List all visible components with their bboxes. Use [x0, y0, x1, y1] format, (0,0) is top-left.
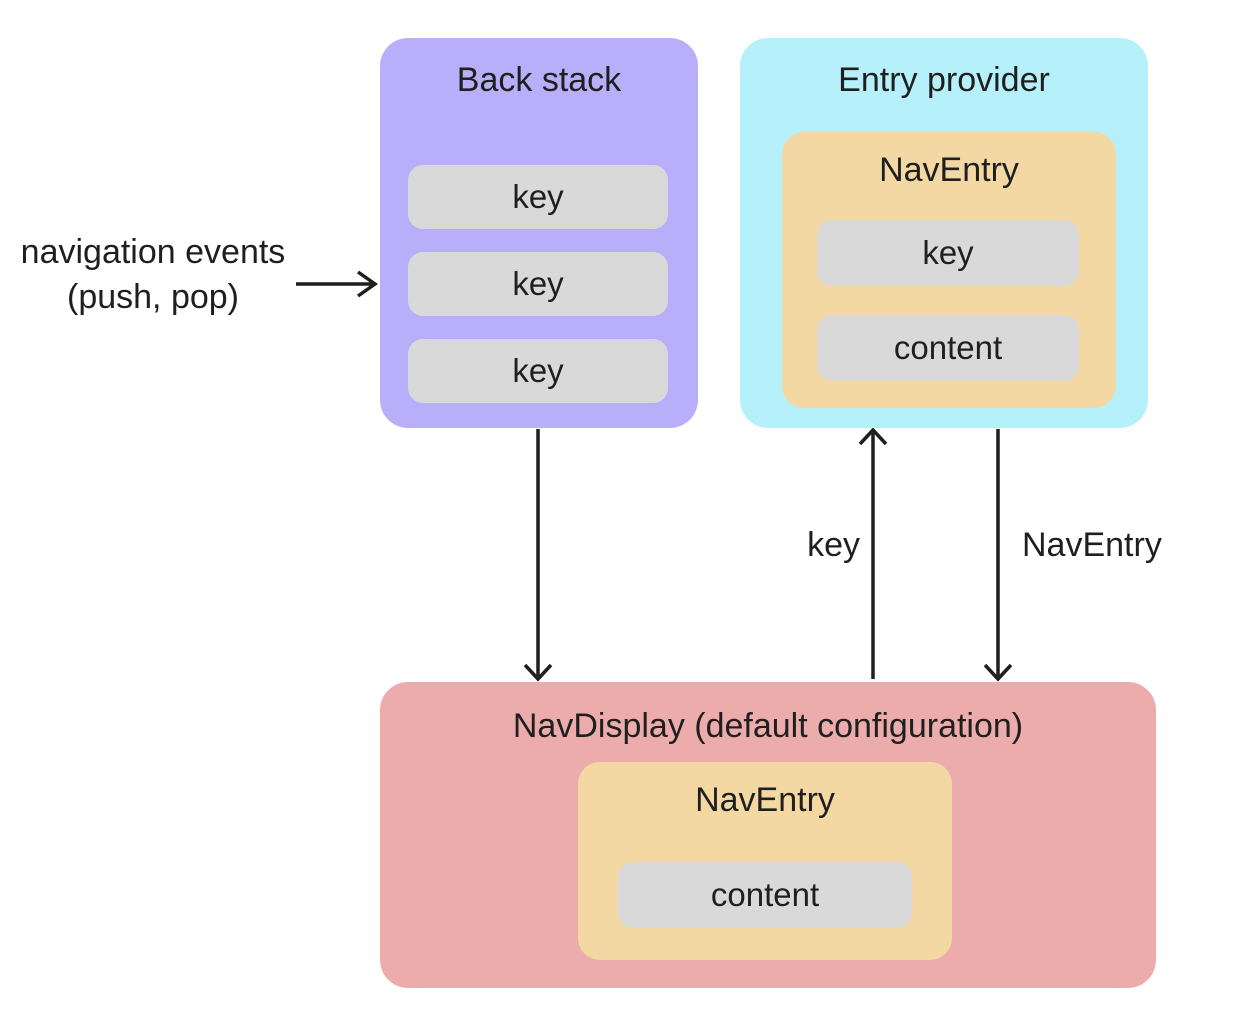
entry-provider-naventry-box: NavEntry key content [782, 132, 1116, 408]
navigation-events-line2: (push, pop) [67, 278, 239, 316]
nav-display-naventry-box: NavEntry content [578, 762, 952, 960]
arrow-navigation-events-to-backstack [296, 270, 379, 298]
arrow-navdisplay-to-entryprovider-key [858, 427, 888, 679]
back-stack-key-pill-3: key [408, 339, 668, 403]
arrow-entryprovider-to-navdisplay-naventry [983, 429, 1013, 682]
entry-provider-box: Entry provider NavEntry key content [740, 38, 1148, 428]
nav-display-content-pill: content [618, 862, 912, 928]
entry-provider-content-pill: content [817, 315, 1079, 381]
back-stack-key-pill-1: key [408, 165, 668, 229]
arrow-label-key: key [807, 526, 860, 564]
entry-provider-naventry-title: NavEntry [879, 151, 1019, 189]
navigation-events-label: navigation events (push, pop) [0, 230, 306, 320]
back-stack-title: Back stack [456, 61, 622, 99]
nav-display-title: NavDisplay (default configuration) [512, 707, 1024, 745]
back-stack-key-pill-2: key [408, 252, 668, 316]
entry-provider-title: Entry provider [838, 61, 1050, 99]
nav-display-naventry-title: NavEntry [695, 781, 835, 819]
entry-provider-key-pill: key [817, 220, 1079, 286]
arrow-label-naventry: NavEntry [1022, 526, 1162, 564]
back-stack-box: Back stack key key key [380, 38, 698, 428]
navigation-events-line1: navigation events [20, 233, 286, 271]
arrow-backstack-to-navdisplay [523, 429, 553, 682]
nav-display-box: NavDisplay (default configuration) NavEn… [380, 682, 1156, 988]
